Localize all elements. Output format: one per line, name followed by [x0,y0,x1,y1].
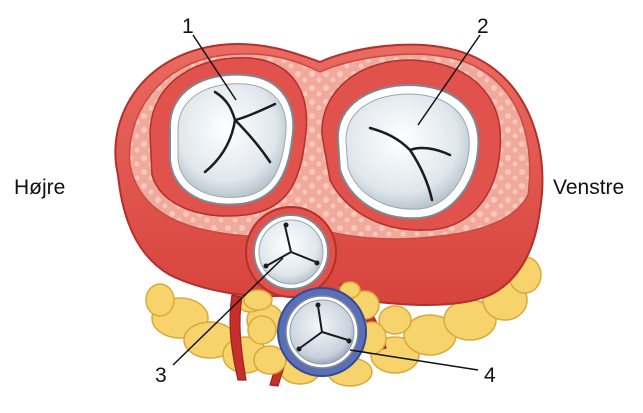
label-left-side-venstre: Venstre [553,176,625,199]
callout-4: 4 [484,364,496,387]
leader-line-2 [417,34,481,126]
tricuspid-valve [168,73,295,206]
aortic-root [245,206,337,298]
mitral-valve [336,83,480,220]
leader-line-1 [192,34,237,101]
label-right-side-hojre: Højre [14,176,66,199]
callout-1: 1 [182,15,194,38]
leader-line-3 [172,257,284,366]
callout-leader-lines [172,34,481,371]
callout-3: 3 [155,364,167,387]
callout-2: 2 [477,15,489,38]
pulmonary-valve [277,287,367,377]
leader-line-4 [349,349,479,371]
